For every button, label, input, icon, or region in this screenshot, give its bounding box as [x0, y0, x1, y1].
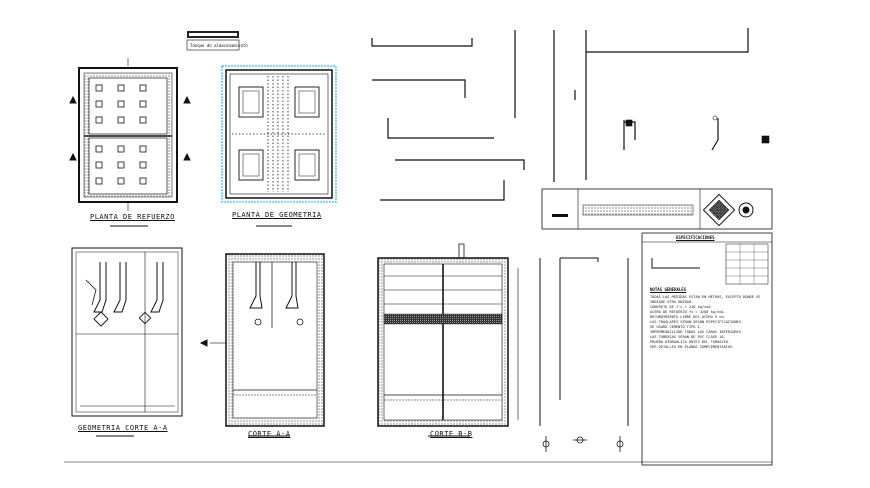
title-planta-refuerzo: PLANTA DE REFUERZO — [90, 213, 175, 221]
note-item: TODAS LAS MEDIDAS ESTAN EN METROS, EXCEP… — [650, 295, 761, 304]
spec-heading: ESPECIFICACIONES — [676, 235, 715, 240]
notes-heading: NOTAS GENERALES — [650, 287, 687, 292]
title-block — [541, 188, 773, 230]
planta-refuerzo-view — [69, 58, 191, 227]
planta-geometria-view — [221, 65, 337, 227]
title-planta-geometria: PLANTA DE GEOMETRIA — [232, 211, 322, 219]
notes-list: TODAS LAS MEDIDAS ESTAN EN METROS, EXCEP… — [650, 295, 768, 350]
corte-aa-view — [199, 253, 325, 437]
note-item: IMPERMEABILIZAR TODAS LAS CARAS INTERIOR… — [650, 330, 744, 334]
note-item: VER DETALLES EN PLANOS COMPLEMENTARIOS. — [650, 345, 735, 349]
geometria-corte-aa-view — [71, 247, 183, 437]
corte-bb-view — [377, 243, 519, 437]
rebar-details — [371, 28, 749, 201]
small-symbols — [625, 115, 770, 144]
legend-label: Tanque de almacenamiento — [190, 43, 248, 48]
note-item: PRUEBA HIDRAULICA ANTES DEL TARRAJEO. — [650, 340, 731, 344]
note-item: RECUBRIMIENTO LIBRE DEL ACERO 5 cm. — [650, 315, 726, 319]
note-item: CONCRETO DE f'c = 210 kg/cm2. — [650, 305, 713, 309]
title-geometria-corte: GEOMETRIA CORTE A-A — [78, 424, 168, 432]
title-corte-aa: CORTE A-A — [248, 430, 291, 438]
note-item: LOS TRASLAPES SERAN SEGUN ESPECIFICACION… — [650, 320, 744, 324]
note-item: SE USARA CEMENTO TIPO I. — [650, 325, 702, 329]
section-details-right — [539, 257, 629, 452]
spec-panel — [641, 232, 773, 466]
note-item: LAS TUBERIAS SERAN DE PVC CLASE 10. — [650, 335, 726, 339]
title-corte-bb: CORTE B-B — [430, 430, 473, 438]
note-item: ACERO DE REFUERZO fy = 4200 kg/cm2. — [650, 310, 726, 314]
legend-box — [186, 31, 240, 51]
